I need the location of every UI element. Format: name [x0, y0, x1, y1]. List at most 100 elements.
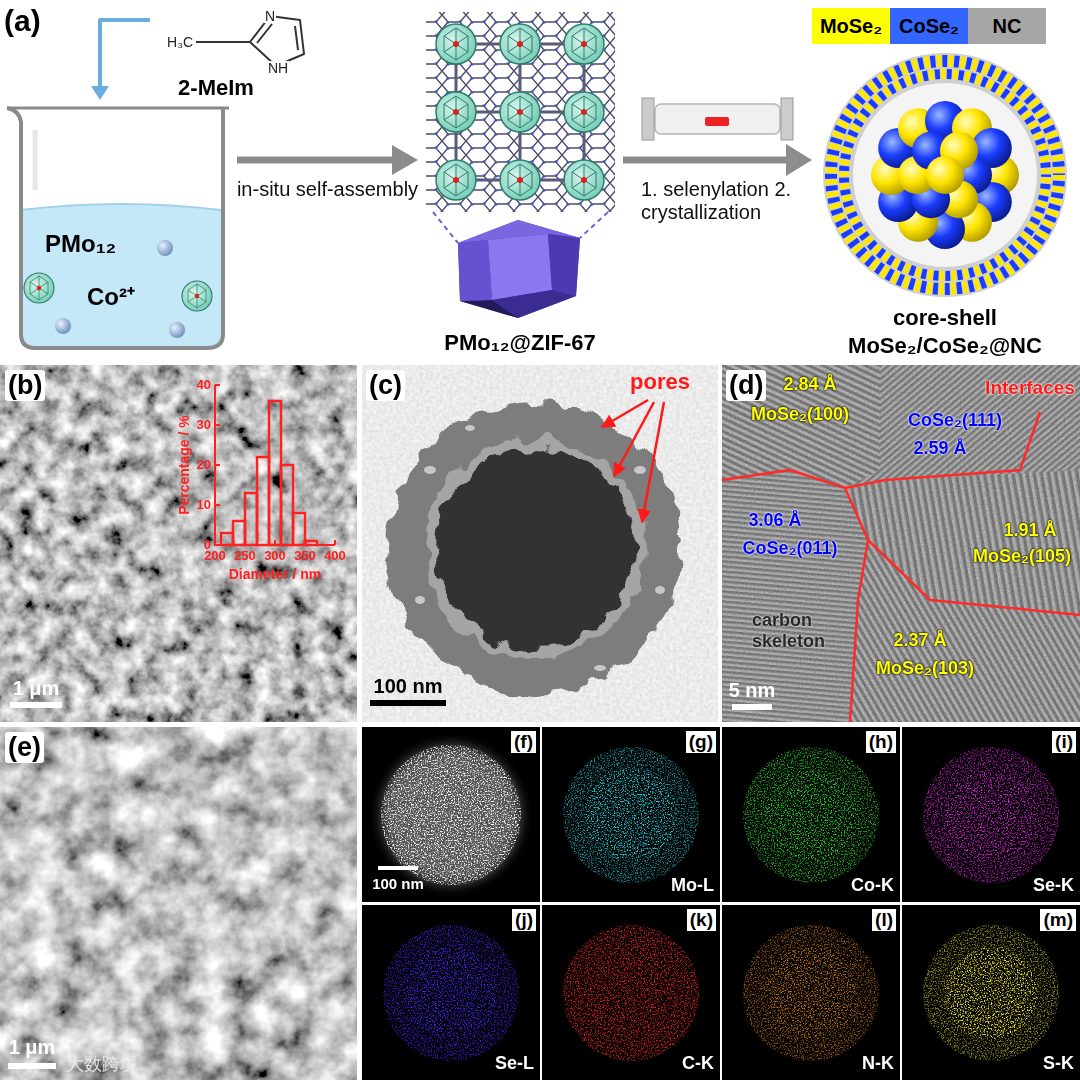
histogram — [257, 457, 269, 545]
axis-tick-holder: 200 — [204, 549, 226, 564]
node-text-holder: H₃C — [166, 35, 194, 49]
grain-boundary — [868, 540, 1080, 615]
edx-map — [743, 747, 879, 883]
scale-bar — [732, 704, 772, 710]
arrow-head — [786, 144, 812, 176]
node-text-holder: core-shell — [893, 305, 997, 330]
annotation-holder: Interfaces — [985, 377, 1075, 399]
beaker-shape — [24, 273, 54, 303]
axis-tick: 250 — [234, 549, 256, 564]
plane-label: MoSe₂(100) — [751, 404, 849, 425]
core-shell-shape — [871, 101, 1019, 249]
scale-label: 100 nm — [372, 875, 424, 892]
edx-map — [362, 727, 1080, 1080]
pore-arrows — [642, 402, 664, 522]
axis-tick: 10 — [197, 498, 211, 513]
panel-letter-holder: (e) — [5, 732, 44, 763]
axis-tick: 200 — [204, 549, 226, 564]
zif-shape — [564, 24, 604, 64]
panel-letter: (i) — [1052, 731, 1076, 753]
scale-label: 5 nm — [729, 679, 776, 702]
tem-image — [362, 365, 718, 722]
scale-label: 1 μm — [9, 1036, 56, 1059]
plane-label: MoSe₂(105) — [973, 546, 1071, 567]
edx-map — [585, 947, 677, 1039]
edx-map — [383, 925, 519, 1061]
axis-tick-holder: 400 — [324, 549, 346, 564]
panel-letter-holder: (l) — [872, 909, 896, 931]
arrow-line — [623, 157, 786, 164]
edx-map — [383, 747, 1059, 1061]
spacing-label-holder: 3.06 Å — [748, 510, 801, 531]
hrtem-image — [722, 365, 1080, 722]
histogram — [269, 401, 281, 545]
zif-shape — [418, 8, 623, 366]
arrow-head — [392, 145, 418, 175]
core-shell-shape — [926, 156, 964, 194]
legend-text: CoSe₂ — [899, 15, 959, 38]
node-text: MoSe₂/CoSe₂@NC — [848, 333, 1042, 358]
element-label-holder: Se-L — [495, 1053, 534, 1074]
histogram — [233, 521, 245, 545]
node-text-holder: MoSe₂/CoSe₂@NC — [848, 333, 1042, 358]
node-text-holder: N — [264, 9, 276, 23]
molecule-shape — [196, 41, 250, 43]
legend-swatch: CoSe₂ — [890, 8, 968, 44]
process-arrow — [623, 144, 812, 176]
process-arrow — [237, 145, 418, 175]
tem-image — [435, 448, 635, 648]
panel-letter: (l) — [872, 909, 896, 931]
tube-furnace — [655, 104, 780, 134]
annotation-holder: carbon skeleton — [752, 610, 842, 651]
legend-swatch: NC — [968, 8, 1046, 44]
node-text: PMo₁₂ — [45, 230, 116, 258]
zif-shape — [500, 160, 540, 200]
element-label-holder: C-K — [682, 1053, 714, 1074]
edx-map — [923, 925, 1059, 1061]
panel-letter: (m) — [1040, 909, 1076, 931]
scale-label-holder: 5 nm — [729, 679, 776, 702]
arrow-line — [237, 157, 392, 164]
node-text: NH — [267, 61, 289, 75]
spacing-label-holder: 2.84 Å — [783, 374, 836, 395]
edx-map — [902, 905, 1080, 1080]
molecule-node: H₃CNNH2-MeIm — [150, 2, 320, 102]
node-text-holder: PMo₁₂@ZIF-67 — [444, 330, 596, 355]
watermark-holder: 大数跨境 — [66, 1054, 138, 1075]
element-label-holder: N-K — [862, 1053, 894, 1074]
node-text-holder: NH — [267, 61, 289, 75]
histogram — [215, 385, 335, 545]
panel-letter: (e) — [5, 732, 44, 763]
edx-map — [743, 925, 879, 1061]
panel-letter-holder: (g) — [686, 731, 716, 753]
legend-swatch: MoSe₂ — [812, 8, 890, 44]
beaker-shape — [7, 108, 223, 348]
plane-label-holder: MoSe₂(105) — [973, 546, 1071, 567]
tem-image — [594, 665, 606, 671]
histogram — [221, 533, 233, 545]
core-shell-shape — [853, 83, 1037, 267]
element-label: Mo-L — [671, 875, 714, 896]
edge-label: in-situ self-assembly — [237, 178, 418, 201]
edge-label-holder: in-situ self-assembly — [237, 178, 418, 201]
axis-tick-holder: 30 — [197, 418, 211, 433]
scale-label: 100 nm — [374, 675, 443, 698]
element-label: N-K — [862, 1053, 894, 1074]
histogram — [305, 541, 317, 545]
zif-shape — [500, 92, 540, 132]
tube-furnace — [642, 98, 793, 140]
hrtem-image — [850, 540, 1080, 722]
annotation: carbon skeleton — [752, 610, 842, 651]
grain-boundary — [722, 412, 1080, 722]
element-label: Co-K — [851, 875, 894, 896]
tube-furnace — [781, 98, 793, 140]
beaker-shape — [21, 204, 221, 346]
tem-image — [415, 596, 425, 604]
edx-map — [542, 905, 720, 1080]
plane-label: CoSe₂(011) — [742, 538, 837, 559]
axis-title-holder: Percentage / % — [134, 457, 234, 473]
zif-shape — [564, 92, 604, 132]
spacing-label: 2.59 Å — [913, 438, 966, 459]
edx-map — [765, 947, 857, 1039]
